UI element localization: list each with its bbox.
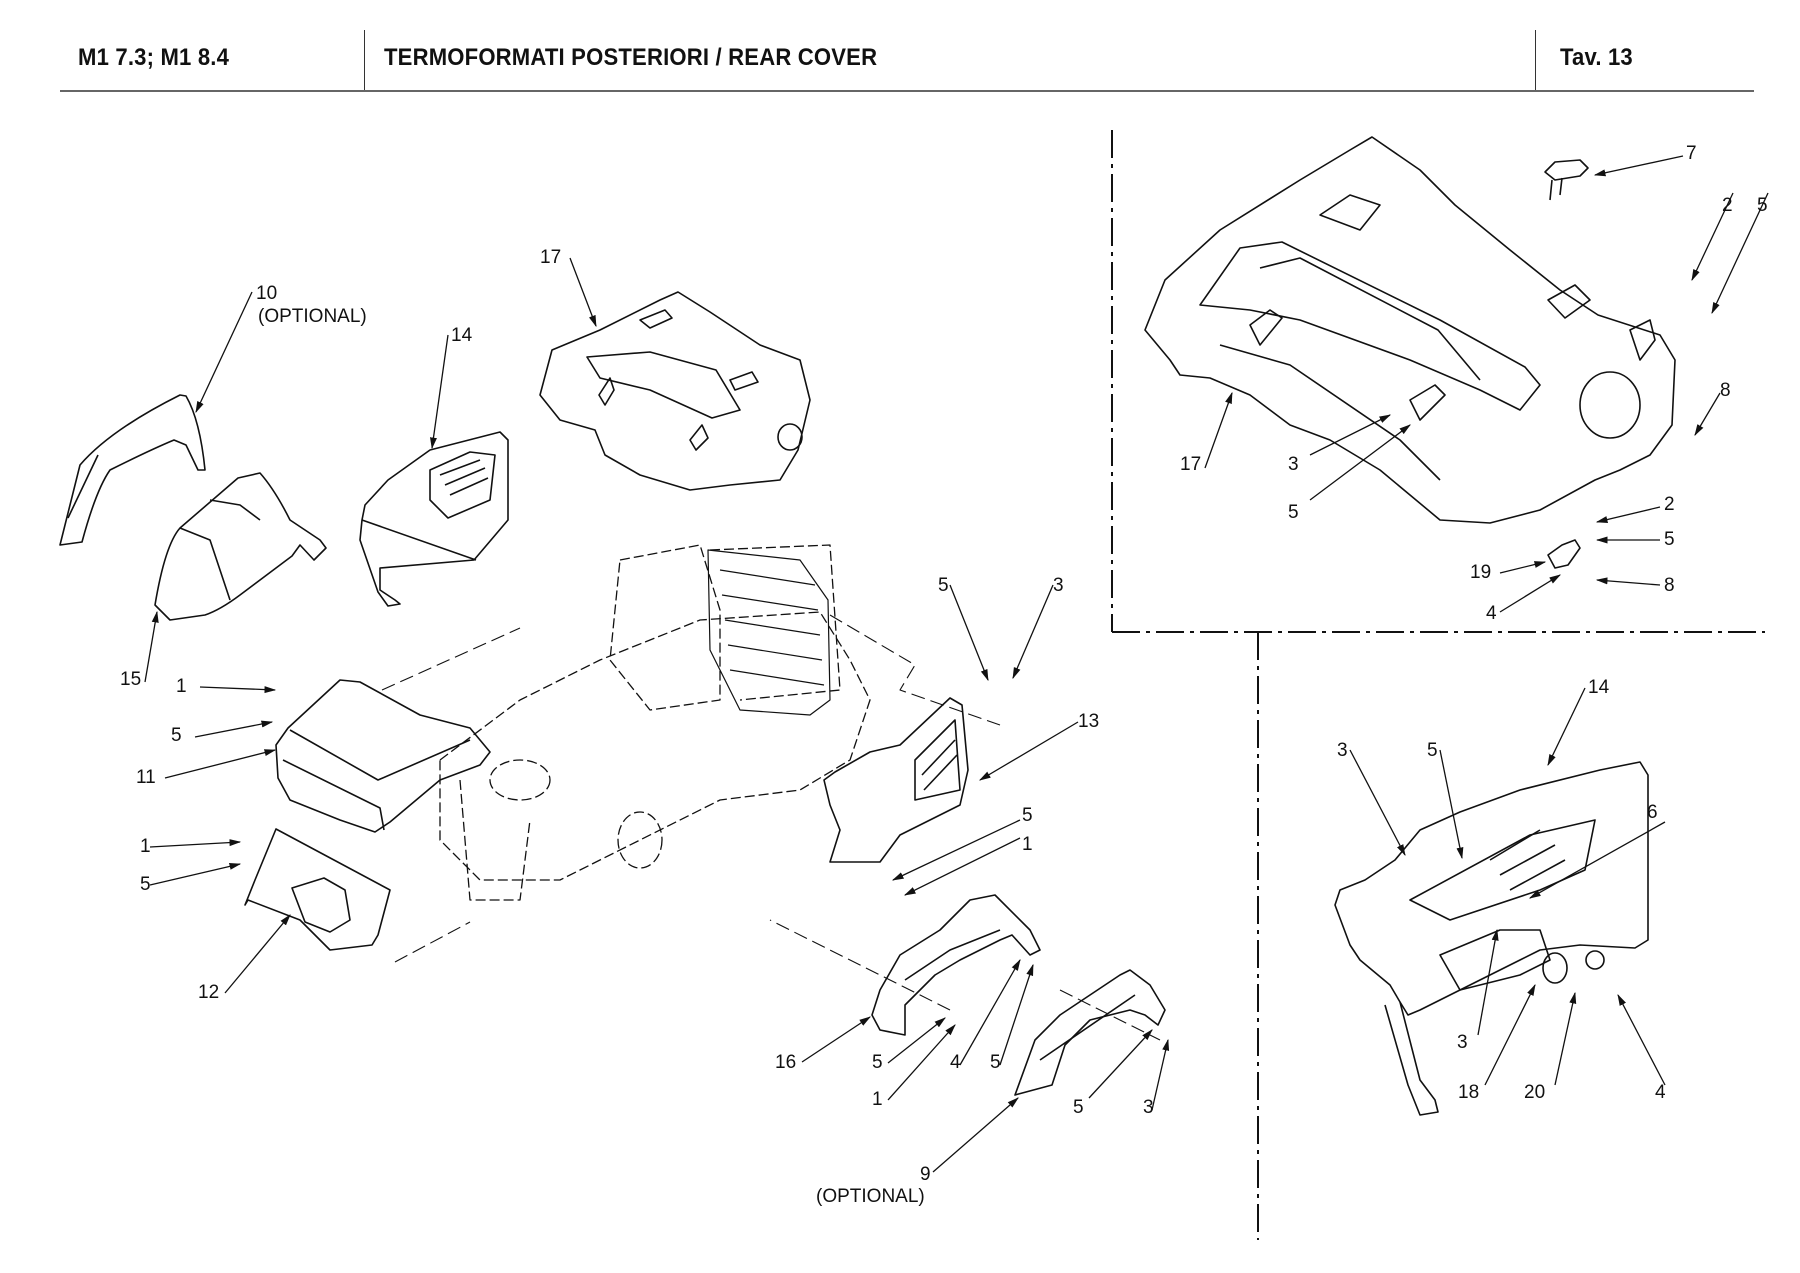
header-divider [1535, 30, 1536, 90]
part-17-top-cover [539, 291, 811, 491]
callout-1: 1 [872, 1089, 883, 1110]
title-block: M1 7.3; M1 8.4 TERMOFORMATI POSTERIORI /… [0, 0, 1800, 92]
callout-20: 20 [1524, 1082, 1546, 1103]
model-label: M1 7.3; M1 8.4 [78, 44, 230, 71]
assembly-lines [381, 614, 1161, 1041]
callout-5: 5 [1022, 805, 1033, 826]
part-9-fender-trim [1014, 969, 1166, 1096]
callout-1: 1 [140, 836, 151, 857]
callout-4: 4 [1655, 1082, 1666, 1103]
callout-8: 8 [1664, 575, 1675, 596]
callout-3: 3 [1143, 1097, 1154, 1118]
part-12-lower-guard [244, 828, 391, 951]
callout-leaders [144, 155, 1769, 1173]
callout-7: 7 [1686, 143, 1697, 164]
callout-5: 5 [140, 874, 151, 895]
callout-1: 1 [1022, 834, 1033, 855]
callout-5: 5 [1664, 529, 1675, 550]
part-16-mudguard [871, 894, 1041, 1036]
callout-5: 5 [1073, 1097, 1084, 1118]
part-10-fender-trim [59, 394, 206, 546]
callout-13: 13 [1078, 711, 1100, 732]
callout-5: 5 [171, 725, 182, 746]
callout-3: 3 [1337, 740, 1348, 761]
radiator-grille [707, 549, 831, 716]
callout-11: 11 [136, 767, 156, 788]
callout-5: 5 [990, 1052, 1001, 1073]
callout-5: 5 [872, 1052, 883, 1073]
part-11-tray [275, 679, 491, 833]
callout-1: 1 [176, 676, 187, 697]
chassis-frame [439, 544, 871, 901]
part-15-mudguard [154, 472, 327, 621]
callout-18: 18 [1458, 1082, 1480, 1103]
callout-4: 4 [950, 1052, 961, 1073]
callout-14: 14 [451, 325, 473, 346]
callout-10: 10 [256, 283, 278, 304]
callout-6: 6 [1647, 802, 1658, 823]
callout-16: 16 [775, 1052, 797, 1073]
callout-17: 17 [1180, 454, 1202, 475]
callout-5: 5 [938, 575, 949, 596]
part-13-rear-side-panel [823, 697, 969, 863]
callout-14: 14 [1588, 677, 1610, 698]
callout-5: 5 [1288, 502, 1299, 523]
callout-2: 2 [1664, 494, 1675, 515]
callout-5: 5 [1757, 195, 1768, 216]
detail-part-17-top-cover [1144, 136, 1676, 524]
table-number: Tav. 13 [1560, 44, 1633, 71]
part-7-latch [1544, 159, 1589, 201]
callout-15: 15 [120, 669, 142, 690]
callout-17: 17 [540, 247, 562, 268]
callout-12: 12 [198, 982, 220, 1003]
optional-note-10: (OPTIONAL) [258, 306, 367, 327]
optional-note-9: (OPTIONAL) [816, 1186, 925, 1207]
header-rule [60, 90, 1754, 92]
part-19-bracket [1547, 539, 1581, 569]
header-divider [364, 30, 365, 90]
callout-19: 19 [1470, 562, 1492, 583]
callout-5: 5 [1427, 740, 1438, 761]
part-14-side-panel [359, 431, 509, 607]
callout-3: 3 [1288, 454, 1299, 475]
callout-8: 8 [1720, 380, 1731, 401]
callout-2: 2 [1722, 195, 1733, 216]
callout-3: 3 [1053, 575, 1064, 596]
callout-9: 9 [920, 1164, 931, 1185]
callout-3: 3 [1457, 1032, 1468, 1053]
detail-panel-border [1111, 130, 1765, 1240]
detail-part-14-side-panel [1334, 761, 1649, 1116]
callout-4: 4 [1486, 603, 1497, 624]
page-title: TERMOFORMATI POSTERIORI / REAR COVER [384, 44, 878, 71]
